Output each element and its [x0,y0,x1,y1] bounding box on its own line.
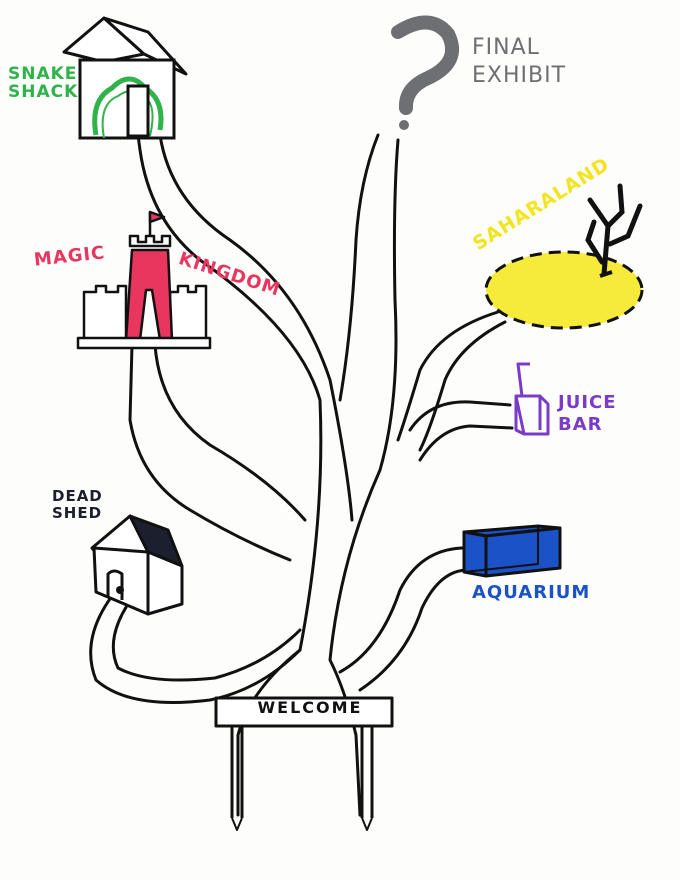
dead-shed-icon[interactable] [90,514,184,616]
path-magic-kingdom[interactable] [128,343,292,562]
dead-shed-label-line1: DEAD [52,487,103,505]
juice-bar-label-line1: JUICE [558,392,617,413]
snake-shack-icon[interactable] [62,16,188,140]
question-mark-icon[interactable] [391,15,459,130]
juice-box-icon[interactable] [514,362,550,436]
snake-shack-label-line1: SNAKE [8,64,78,84]
magic-kingdom-castle-icon[interactable] [76,210,212,350]
welcome-sign-text: WELCOME [257,698,363,717]
juice-bar-label-line2: BAR [558,413,603,435]
path-juice-bar[interactable] [408,400,512,432]
dead-shed-label-line2: SHED [52,504,103,523]
aquarium-label[interactable]: AQUARIUM [472,582,591,603]
final-exhibit-label[interactable]: FINAL EXHIBIT [472,34,566,89]
path-aquarium[interactable] [338,546,464,674]
welcome-sign[interactable] [214,696,394,831]
aquarium-tank-icon[interactable] [462,524,562,578]
path-snake-shack[interactable] [158,133,354,522]
juice-bar-label[interactable]: JUICE BAR [558,392,617,435]
dead-shed-label[interactable]: DEAD SHED [52,487,103,523]
path-saharaland[interactable] [396,310,500,442]
saharaland-desert-icon[interactable] [484,183,644,330]
snake-shack-label[interactable]: SNAKE SHACK [8,64,79,102]
path-dead-shed[interactable] [89,594,302,704]
final-exhibit-label-line2: EXHIBIT [472,62,567,88]
path-main-right[interactable] [328,138,400,817]
final-exhibit-label-line1: FINAL [472,35,540,60]
snake-shack-label-line2: SHACK [8,81,79,102]
